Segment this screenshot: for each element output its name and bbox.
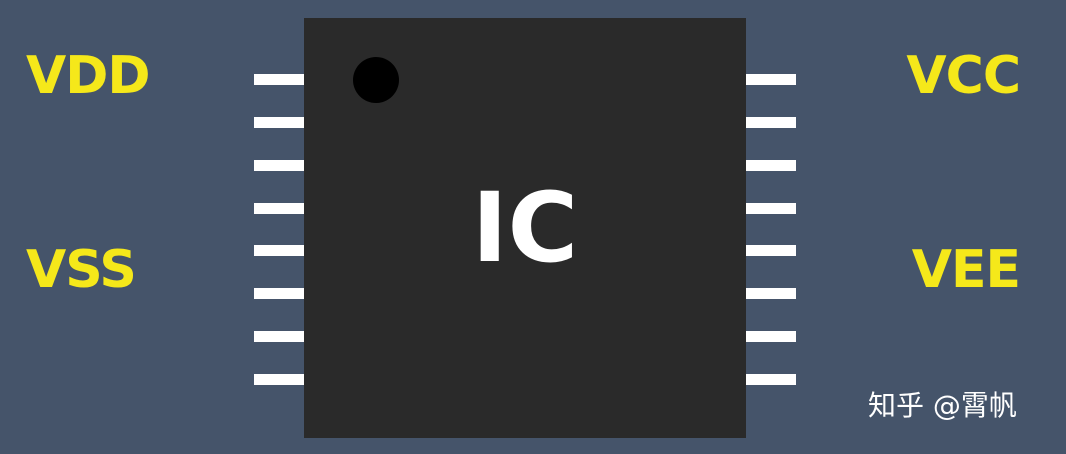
left-pin-3 bbox=[254, 160, 304, 171]
label-vee: VEE bbox=[911, 240, 1021, 300]
right-pin-5 bbox=[746, 245, 796, 256]
left-pin-4 bbox=[254, 203, 304, 214]
right-pin-1 bbox=[746, 74, 796, 85]
left-pin-5 bbox=[254, 245, 304, 256]
label-vss: VSS bbox=[26, 240, 137, 300]
right-pin-7 bbox=[746, 331, 796, 342]
right-pin-6 bbox=[746, 288, 796, 299]
left-pin-8 bbox=[254, 374, 304, 385]
right-pin-4 bbox=[746, 203, 796, 214]
ic-chip-body: IC bbox=[304, 18, 746, 438]
pin1-marker-dot bbox=[353, 57, 399, 103]
left-pin-2 bbox=[254, 117, 304, 128]
chip-label: IC bbox=[471, 172, 579, 284]
right-pin-8 bbox=[746, 374, 796, 385]
label-vcc: VCC bbox=[906, 46, 1021, 106]
label-vdd: VDD bbox=[26, 46, 151, 106]
right-pin-2 bbox=[746, 117, 796, 128]
zhihu-watermark: 知乎 @霄帆 bbox=[868, 389, 1017, 422]
left-pin-1 bbox=[254, 74, 304, 85]
right-pin-3 bbox=[746, 160, 796, 171]
left-pin-6 bbox=[254, 288, 304, 299]
left-pin-7 bbox=[254, 331, 304, 342]
